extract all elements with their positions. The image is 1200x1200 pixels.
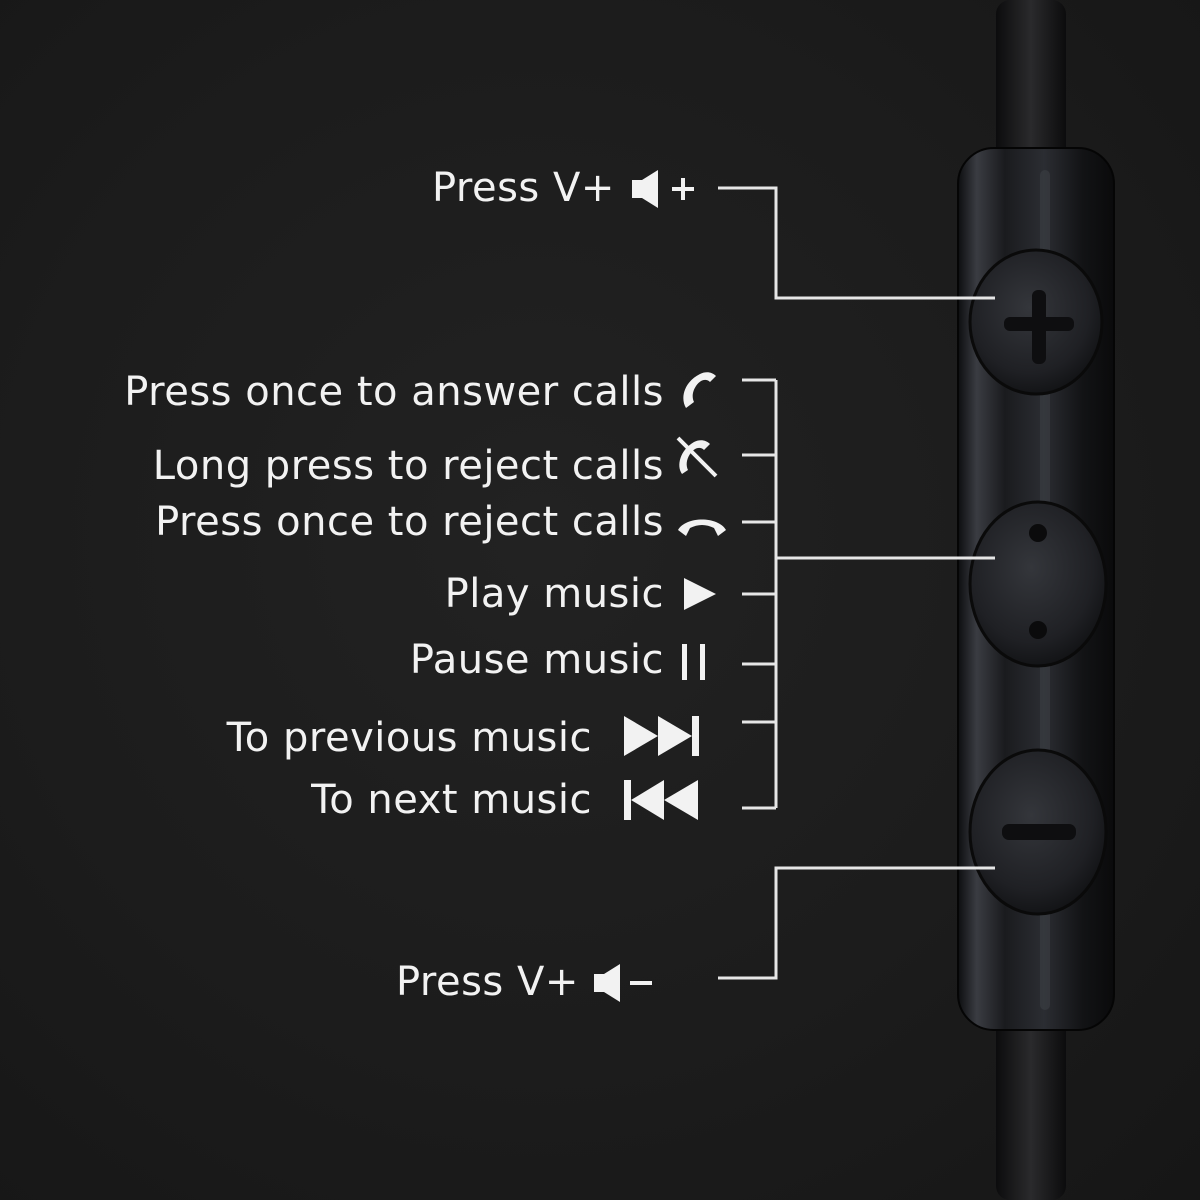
volume-down-button bbox=[968, 748, 1108, 916]
cable-top bbox=[996, 0, 1066, 170]
label-answer-calls: Press once to answer calls bbox=[124, 369, 664, 415]
label-volume-up: Press V+ bbox=[432, 165, 615, 211]
multifunction-button bbox=[968, 500, 1108, 668]
skip-back-icon bbox=[624, 780, 698, 820]
label-next-music: To next music bbox=[311, 777, 592, 823]
cable-bottom bbox=[996, 1015, 1066, 1200]
volume-up-button bbox=[968, 248, 1104, 396]
connector-lines bbox=[718, 186, 995, 980]
label-reject-calls: Press once to reject calls bbox=[155, 499, 664, 545]
phone-crossed-icon bbox=[676, 436, 718, 478]
label-long-press-reject: Long press to reject calls bbox=[152, 443, 664, 489]
label-previous-music: To previous music bbox=[226, 715, 592, 761]
play-icon bbox=[684, 578, 716, 610]
label-pause-music: Pause music bbox=[409, 637, 664, 683]
connector-volume-up bbox=[718, 186, 995, 300]
label-play-music: Play music bbox=[444, 571, 664, 617]
phone-hangup-icon bbox=[678, 519, 726, 536]
label-volume-down: Press V+ bbox=[396, 959, 579, 1005]
phone-handset-icon bbox=[683, 372, 716, 408]
pause-icon bbox=[682, 644, 705, 680]
speaker-minus-icon bbox=[594, 964, 652, 1002]
skip-forward-icon bbox=[624, 716, 699, 756]
connector-volume-down bbox=[718, 866, 995, 980]
speaker-plus-icon bbox=[632, 170, 694, 208]
